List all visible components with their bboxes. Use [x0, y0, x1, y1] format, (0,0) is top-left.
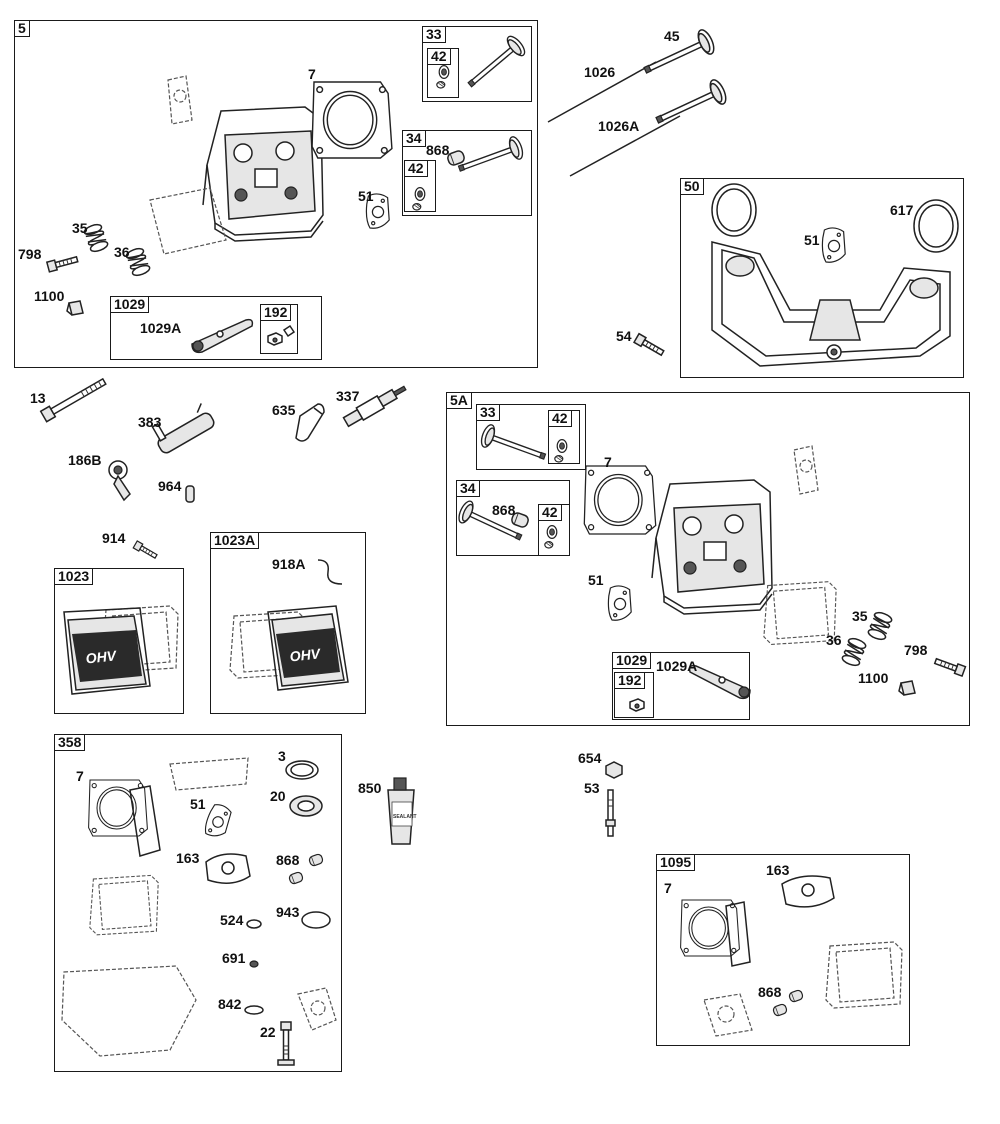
part-label-1100: 1100	[34, 288, 65, 304]
part-label-51: 51	[804, 232, 820, 248]
part-label-964: 964	[158, 478, 182, 494]
part-label-1026a: 1026A	[598, 118, 640, 134]
part-label-51: 51	[190, 796, 206, 812]
box-358: 358	[54, 734, 342, 1072]
box-5a-33-tag: 33	[476, 404, 500, 421]
part-label-22: 22	[260, 1024, 276, 1040]
box-5a-33-42-tag: 42	[548, 410, 572, 427]
box-34: 34	[402, 130, 532, 216]
box-1023a-tag: 1023A	[210, 532, 260, 549]
part-label-918a: 918A	[272, 556, 306, 572]
part-label-1026: 1026	[584, 64, 616, 80]
part-label-51: 51	[358, 188, 374, 204]
part-label-51: 51	[588, 572, 604, 588]
part-label-7: 7	[308, 66, 316, 82]
part-label-3: 3	[278, 748, 286, 764]
part-label-36: 36	[826, 632, 842, 648]
box-33-42: 42	[427, 48, 459, 98]
box-5a-1029: 1029	[612, 652, 750, 720]
part-label-36: 36	[114, 244, 130, 260]
part-label-635: 635	[272, 402, 296, 418]
cover-brand-text: OHV	[85, 647, 118, 666]
sealant-tube-text: SEALANT	[393, 814, 417, 820]
box-34-tag: 34	[402, 130, 426, 147]
box-33: 33	[422, 26, 532, 102]
part-label-842: 842	[218, 996, 242, 1012]
part-label-35: 35	[852, 608, 868, 624]
part-label-163: 163	[176, 850, 200, 866]
box-33-42-tag: 42	[427, 48, 451, 65]
part-label-337: 337	[336, 388, 360, 404]
box-1029: 1029	[110, 296, 322, 360]
box-5a-34-42-tag: 42	[538, 504, 562, 521]
part-label-53: 53	[584, 780, 600, 796]
part-label-943: 943	[276, 904, 300, 920]
part-label-1100: 1100	[858, 670, 889, 686]
box-1023: 1023	[54, 568, 184, 714]
part-label-868: 868	[492, 502, 516, 518]
part-label-186b: 186B	[68, 452, 102, 468]
part-label-798: 798	[904, 642, 928, 658]
part-label-524: 524	[220, 912, 244, 928]
box-33-tag: 33	[422, 26, 446, 43]
part-label-691: 691	[222, 950, 246, 966]
part-label-45: 45	[664, 28, 680, 44]
box-5a-34-tag: 34	[456, 480, 480, 497]
box-358-tag: 358	[54, 734, 86, 751]
box-1095-tag: 1095	[656, 854, 696, 871]
part-label-868: 868	[276, 852, 300, 868]
part-label-54: 54	[616, 328, 632, 344]
box-1095: 1095	[656, 854, 910, 1046]
box-5a-tag: 5A	[446, 392, 472, 409]
part-label-1029a: 1029A	[140, 320, 182, 336]
valve-cover-art: OHV OHV	[63, 605, 349, 695]
box-5a-33-42: 42	[548, 410, 580, 464]
box-5-tag: 5	[14, 20, 30, 37]
stud-art	[605, 761, 623, 837]
box-34-42-tag: 42	[404, 160, 428, 177]
box-1029-192: 192	[260, 304, 298, 354]
box-5a: 5A	[446, 392, 970, 726]
box-1023-tag: 1023	[54, 568, 94, 585]
part-label-13: 13	[30, 390, 46, 406]
pushrod-art	[547, 26, 730, 177]
part-label-163: 163	[766, 862, 790, 878]
box-50-tag: 50	[680, 178, 704, 195]
part-label-868: 868	[758, 984, 782, 1000]
part-label-654: 654	[578, 750, 602, 766]
head-assembly-art	[46, 32, 529, 354]
part-label-798: 798	[18, 246, 42, 262]
box-34-42: 42	[404, 160, 436, 212]
head-assembly-5a-art	[455, 422, 967, 712]
part-label-383: 383	[138, 414, 162, 430]
part-label-868: 868	[426, 142, 450, 158]
box-1029-tag: 1029	[110, 296, 150, 313]
part-label-7: 7	[664, 880, 672, 896]
box-5a-1029-192: 192	[614, 672, 654, 718]
part-label-617: 617	[890, 202, 914, 218]
gasket-kit-art	[61, 757, 337, 1066]
box-5a-1029-192-tag: 192	[614, 672, 646, 689]
box-50: 50	[680, 178, 964, 378]
part-label-7: 7	[604, 454, 612, 470]
box-5a-34-42: 42	[538, 504, 570, 556]
gasket-set-1095-art	[680, 875, 903, 1037]
box-5a-33: 33	[476, 404, 586, 470]
loose-parts-art	[39, 377, 407, 585]
box-1023a: 1023A	[210, 532, 366, 714]
part-label-7: 7	[76, 768, 84, 784]
part-label-914: 914	[102, 530, 126, 546]
box-5: 5	[14, 20, 538, 368]
sealant-tube-art: SEALANT	[387, 777, 417, 845]
cover-brand-text-2: OHV	[289, 645, 322, 664]
box-1029-192-tag: 192	[260, 304, 292, 321]
box-5a-1029-tag: 1029	[612, 652, 652, 669]
part-label-20: 20	[270, 788, 286, 804]
manifold-art	[633, 183, 959, 367]
part-label-35: 35	[72, 220, 88, 236]
part-label-1029a: 1029A	[656, 658, 698, 674]
part-label-850: 850	[358, 780, 382, 796]
